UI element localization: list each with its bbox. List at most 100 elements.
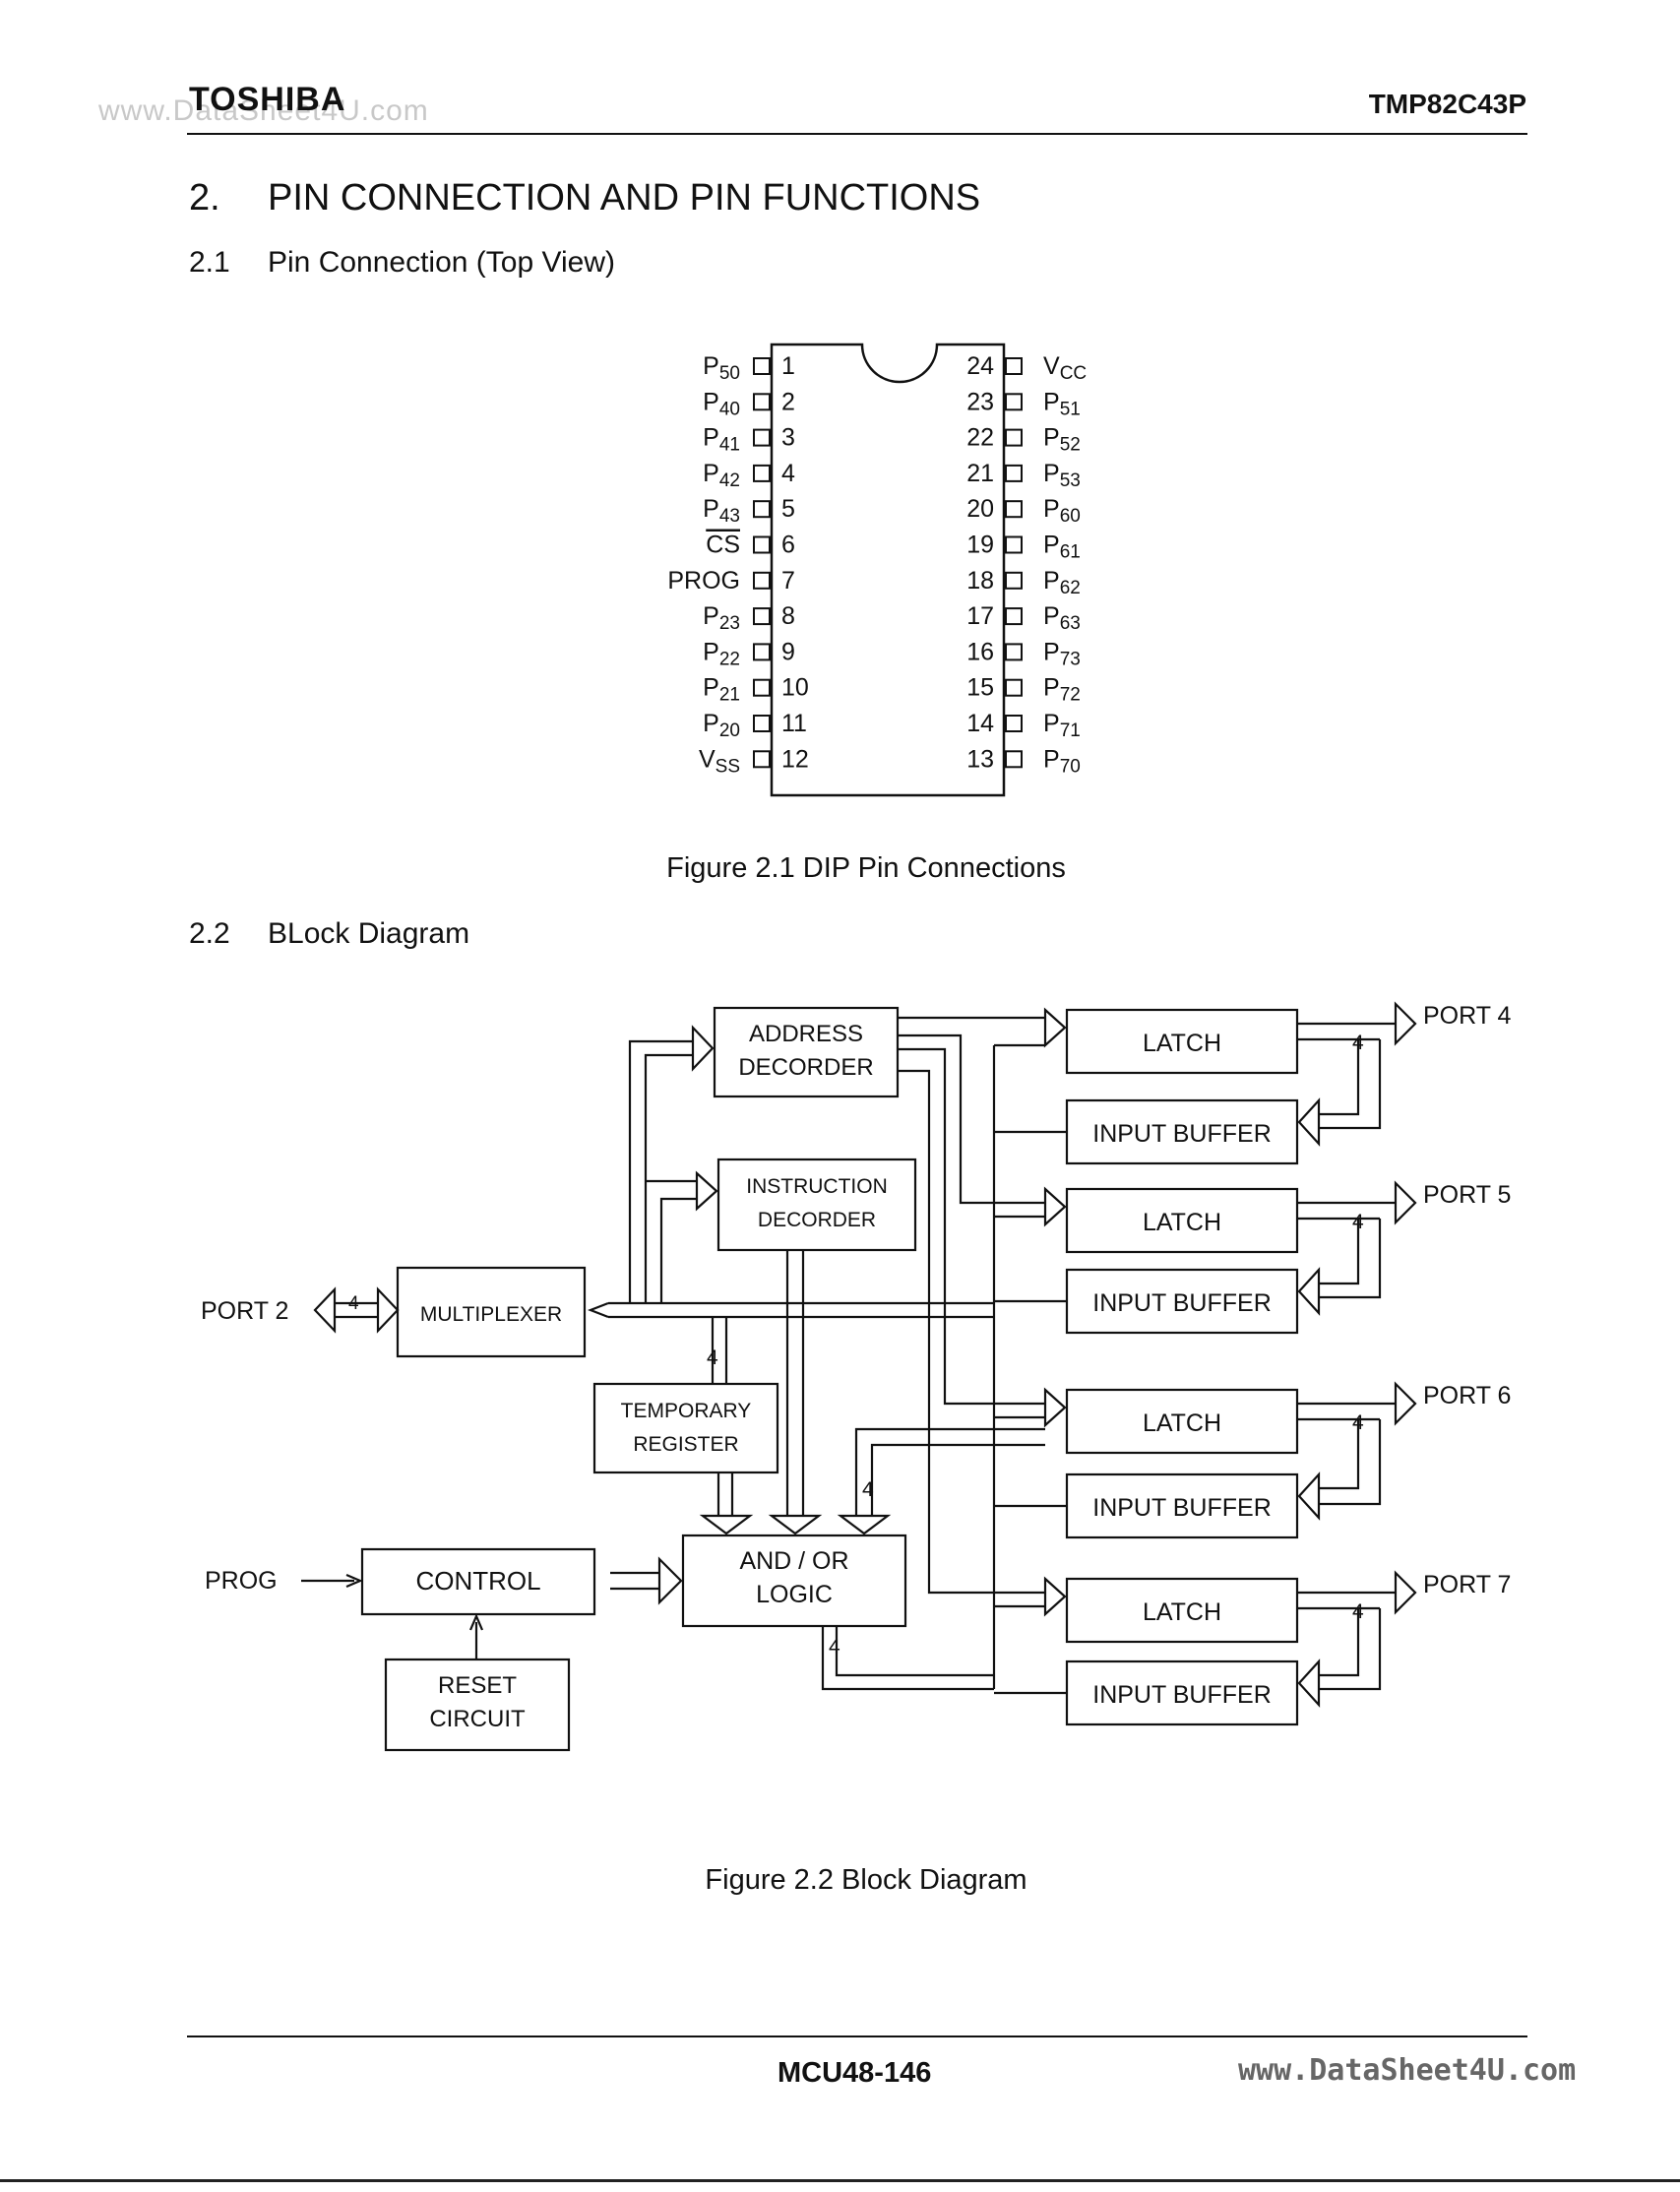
pin-label-main: P bbox=[1043, 424, 1060, 452]
bus-to-temp-register bbox=[711, 1317, 728, 1384]
pin-number-left: 11 bbox=[781, 710, 807, 737]
pin-pad-right bbox=[1005, 571, 1023, 590]
pin-label-main: P bbox=[703, 710, 719, 737]
multiplexer-label: MULTIPLEXER bbox=[420, 1303, 562, 1326]
pin-pad-right bbox=[1005, 393, 1023, 411]
address-decoder-block bbox=[713, 1006, 900, 1098]
pin-label-main: P bbox=[703, 460, 719, 487]
bus-width-label: 4 bbox=[1352, 1032, 1364, 1054]
reset-circuit-label: RESET bbox=[438, 1672, 517, 1699]
bus-width-label: 4 bbox=[1352, 1600, 1364, 1623]
pin-pad-left bbox=[753, 750, 771, 769]
footer-watermark: www.DataSheet4U.com bbox=[1238, 2053, 1577, 2088]
pin-label-left: P43 bbox=[703, 495, 740, 527]
pin-label-sub: 20 bbox=[719, 720, 740, 741]
logic-input-arrow-3 bbox=[837, 1514, 892, 1535]
pin-pad-right bbox=[1005, 535, 1023, 554]
pin-label-sub: 21 bbox=[719, 685, 740, 706]
instruction-to-logic bbox=[785, 1250, 805, 1516]
pin-pad-right bbox=[1005, 500, 1023, 519]
port-label: PORT 4 bbox=[1423, 1002, 1511, 1030]
pin-label-main: CS bbox=[706, 532, 740, 559]
pin-label-right: P63 bbox=[1043, 602, 1081, 634]
latch-label: LATCH bbox=[1143, 1209, 1221, 1236]
pin-label-left: P41 bbox=[703, 424, 740, 456]
input-buffer-label: INPUT BUFFER bbox=[1092, 1120, 1272, 1148]
block-diagram-labels: ADDRESSDECORDERINSTRUCTIONDECORDERMULTIP… bbox=[201, 1002, 1511, 1732]
pin-number-right: 17 bbox=[966, 602, 994, 630]
and-or-logic-label: AND / OR bbox=[739, 1547, 848, 1575]
pin-number-left: 7 bbox=[781, 567, 795, 595]
pin-label-sub: 23 bbox=[719, 613, 740, 634]
pin-pad-left bbox=[753, 500, 771, 519]
footer-rule bbox=[187, 2035, 1527, 2037]
bus-width-label: 4 bbox=[1352, 1411, 1364, 1434]
pin-label-main: P bbox=[1043, 638, 1060, 665]
port-output-arrows bbox=[1394, 1001, 1417, 1615]
input-buffer-arrows bbox=[1297, 1097, 1321, 1708]
pin-pad-right bbox=[1005, 428, 1023, 447]
temporary-register-block bbox=[592, 1382, 779, 1474]
pin-label-sub: 73 bbox=[1060, 649, 1081, 669]
control-logic-arrow bbox=[657, 1556, 683, 1605]
control-to-logic bbox=[610, 1571, 659, 1591]
pin-label-left: PROG bbox=[667, 567, 740, 595]
dip-pins: 1P502P403P414P425P436CS7PROG8P239P2210P2… bbox=[667, 352, 1087, 777]
pin-label-main: P bbox=[703, 638, 719, 665]
pin-number-left: 8 bbox=[781, 602, 795, 630]
pin-number-right: 21 bbox=[966, 460, 994, 487]
subsection-number-block: 2.2 bbox=[189, 917, 230, 950]
pin-label-sub: 71 bbox=[1060, 720, 1081, 741]
pin-number-left: 4 bbox=[781, 460, 795, 487]
pin-label-sub: 61 bbox=[1060, 542, 1081, 563]
pin-label-main: P bbox=[1043, 674, 1060, 702]
pin-label-right: P70 bbox=[1043, 745, 1081, 777]
port2-label: PORT 2 bbox=[201, 1297, 288, 1325]
bus-width-label: 4 bbox=[707, 1347, 718, 1369]
pin-number-right: 15 bbox=[966, 674, 994, 702]
latch-label: LATCH bbox=[1143, 1409, 1221, 1437]
pin-pad-left bbox=[753, 357, 771, 375]
pin-label-main: P bbox=[703, 602, 719, 630]
pin-label-sub: 42 bbox=[719, 470, 740, 491]
header-rule bbox=[187, 133, 1527, 135]
pin-label-sub: 50 bbox=[719, 363, 740, 384]
latch-label: LATCH bbox=[1143, 1598, 1221, 1626]
pin-pad-left bbox=[753, 571, 771, 590]
control-block bbox=[360, 1547, 596, 1616]
pin-label-left: P21 bbox=[703, 674, 740, 706]
multiplexer-block bbox=[396, 1266, 587, 1358]
pin-label-left: P22 bbox=[703, 638, 740, 669]
pin-number-right: 16 bbox=[966, 638, 994, 665]
subsection-title-pin: Pin Connection (Top View) bbox=[268, 246, 615, 279]
pin-label-right: P71 bbox=[1043, 710, 1081, 741]
section-number: 2. bbox=[189, 177, 220, 219]
pin-pad-right bbox=[1005, 678, 1023, 697]
pin-pad-right bbox=[1005, 464, 1023, 482]
latch-input-arrows bbox=[1043, 1007, 1067, 1617]
pin-number-left: 2 bbox=[781, 388, 795, 415]
ports-to-logic bbox=[854, 1427, 1045, 1516]
pin-label-sub: 53 bbox=[1060, 470, 1081, 491]
prog-arrow bbox=[345, 1573, 363, 1589]
temporary-register-label: REGISTER bbox=[633, 1433, 738, 1456]
logic-input-arrow-2 bbox=[768, 1514, 823, 1535]
pin-label-right: P62 bbox=[1043, 567, 1081, 598]
pin-pad-left bbox=[753, 643, 771, 661]
pin-label-main: P bbox=[1043, 460, 1060, 487]
pin-number-left: 9 bbox=[781, 638, 795, 665]
pin-label-left: VSS bbox=[699, 745, 740, 777]
pin-pad-left bbox=[753, 535, 771, 554]
temporary-register-label: TEMPORARY bbox=[621, 1400, 752, 1422]
pin-label-sub: 62 bbox=[1060, 578, 1081, 598]
pin-label-sub: 72 bbox=[1060, 685, 1081, 706]
pin-label-main: P bbox=[1043, 495, 1060, 523]
pin-label-left: P23 bbox=[703, 602, 740, 634]
pin-pad-right bbox=[1005, 643, 1023, 661]
address-decoder-outputs bbox=[898, 1016, 1045, 1595]
latch-block-7 bbox=[1065, 1577, 1299, 1644]
pin-number-right: 22 bbox=[966, 424, 994, 452]
pin-label-main: P bbox=[1043, 602, 1060, 630]
part-number: TMP82C43P bbox=[1368, 89, 1526, 119]
